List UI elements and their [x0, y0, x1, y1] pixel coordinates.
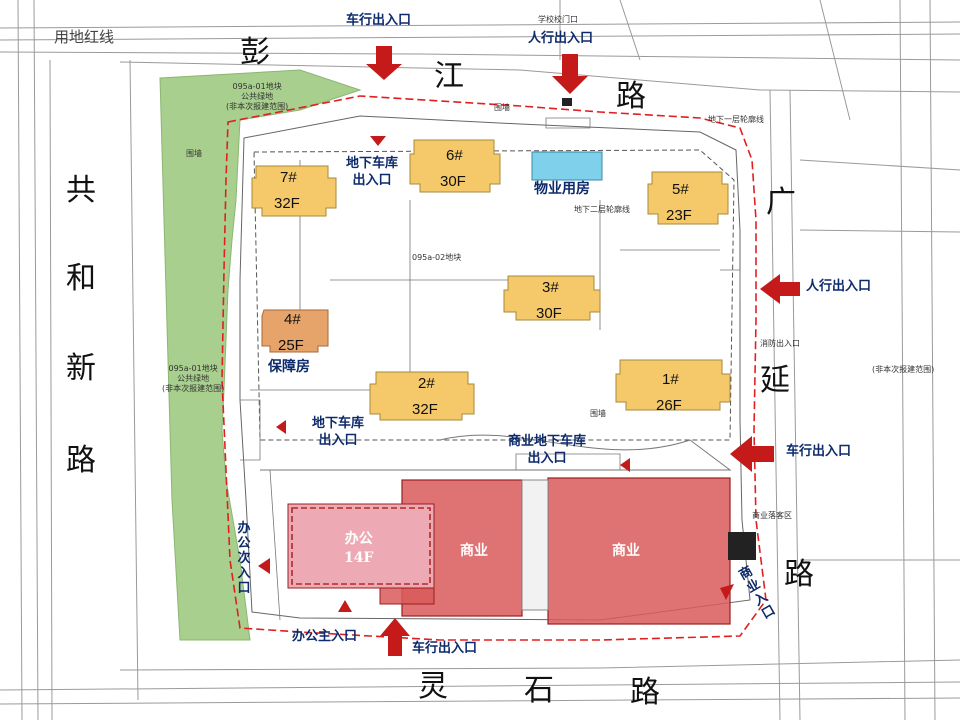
road-west-char-1: 共: [66, 173, 96, 208]
building-6-footprint: [409, 139, 501, 193]
road-north-char-1: 彭: [240, 35, 270, 70]
office-podium-strip: [379, 587, 435, 605]
road-east-char-1: 广: [766, 185, 796, 220]
office-tower: [291, 507, 431, 585]
basement-line: [253, 149, 735, 441]
label-west-garage: 地下车库 出入口: [312, 416, 365, 448]
label-north-pedestrian-entrance: 人行出入口: [528, 31, 594, 46]
note-east: (非本次报建范围): [872, 365, 935, 374]
building-6-number: 6#: [446, 147, 463, 164]
road-west-char-4: 路: [66, 443, 96, 478]
road-west-char-3: 新: [66, 351, 96, 386]
building-6-floors: 30F: [440, 173, 466, 190]
commerce-stair: [728, 532, 756, 560]
building-7-floors: 32F: [274, 195, 300, 212]
inner-road: [260, 434, 732, 471]
road-south-char-3: 路: [630, 675, 660, 710]
arrow-north-pedestrian: [552, 54, 588, 94]
note-school-gate: 学校校门口: [538, 15, 578, 24]
building-2-footprint: [369, 371, 475, 421]
label-office-main-entrance: 办公主入口: [292, 629, 358, 644]
road-south-char-1: 灵: [418, 669, 448, 704]
arrow-office-main: [338, 600, 352, 612]
note-wall-south: 围墙: [590, 409, 606, 418]
label-office-secondary-entrance: 办公次入口: [237, 521, 251, 596]
commercial-block-east: [547, 477, 731, 625]
building-1-footprint: [615, 359, 731, 411]
note-taxi-zone: 商业落客区: [752, 511, 792, 520]
note-plot: 095a-02地块: [412, 253, 462, 262]
building-2-floors: 32F: [412, 401, 438, 418]
arrow-north-garage: [370, 136, 386, 146]
road-north-char-3: 路: [616, 79, 646, 114]
note-wall-north: 围墙: [494, 103, 510, 112]
building-3-floors: 30F: [536, 305, 562, 322]
building-5-number: 5#: [672, 181, 689, 198]
building-3-footprint: [503, 275, 601, 321]
note-fire-gate: 消防出入口: [760, 339, 800, 348]
arrow-north-vehicle: [366, 46, 402, 80]
note-wall-west: 围墙: [186, 149, 202, 158]
label-commerce-west: 商业: [460, 543, 488, 559]
public-green-area: [159, 69, 362, 641]
label-property-building: 物业用房: [534, 181, 590, 197]
building-7-footprint: [251, 165, 337, 217]
note-basement-1: 地下一层轮廓线: [708, 115, 764, 124]
arrow-commerce: [720, 584, 734, 600]
school-gate-marker: [562, 98, 572, 106]
building-1-number: 1#: [662, 371, 679, 388]
site-redline: [221, 95, 767, 641]
note-green-mid: 095a-01地块 公共绿地 (非本次报建范围): [162, 364, 225, 393]
road-west-char-2: 和: [66, 261, 96, 296]
commercial-link: [521, 479, 549, 611]
entrance-arrows: [258, 46, 800, 656]
redline-label: 用地红线: [54, 28, 115, 46]
building-5-footprint: [647, 171, 729, 225]
label-office: 办公 14F: [344, 531, 374, 566]
building-4-number: 4#: [284, 311, 301, 328]
arrow-commercial-garage: [620, 458, 630, 472]
label-north-vehicle-entrance: 车行出入口: [346, 13, 412, 28]
label-north-garage: 地下车库 出入口: [346, 156, 399, 188]
label-east-vehicle-entrance: 车行出入口: [786, 444, 852, 459]
note-basement-2: 地下二层轮廓线: [574, 205, 630, 214]
road-south-char-2: 石: [524, 673, 554, 708]
building-7-number: 7#: [280, 169, 297, 186]
building-5-floors: 23F: [666, 207, 692, 224]
arrow-west-garage: [276, 420, 286, 434]
arrow-office-secondary: [258, 558, 270, 574]
building-4-footprint: [261, 309, 329, 353]
arrow-east-pedestrian: [760, 274, 800, 304]
building-1-floors: 26F: [656, 397, 682, 414]
label-commerce-east: 商业: [612, 543, 640, 559]
road-east-char-2: 延: [760, 363, 790, 398]
building-2-number: 2#: [418, 375, 435, 392]
road-east-char-3: 路: [784, 557, 814, 592]
note-green-north: 095a-01地块 公共绿地 (非本次报建范围): [226, 82, 289, 111]
building-3-number: 3#: [542, 279, 559, 296]
property-building: [531, 151, 603, 181]
road-north-char-2: 江: [434, 59, 464, 94]
building-4-floors: 25F: [278, 337, 304, 354]
office-block: [287, 503, 435, 589]
label-affordable-housing: 保障房: [268, 359, 310, 375]
label-south-vehicle-entrance: 车行出入口: [412, 641, 478, 656]
label-commercial-garage: 商业地下车库 出入口: [508, 434, 587, 466]
arrow-east-vehicle: [730, 436, 774, 472]
arrow-south-vehicle: [380, 618, 410, 656]
label-east-pedestrian-entrance: 人行出入口: [806, 279, 872, 294]
